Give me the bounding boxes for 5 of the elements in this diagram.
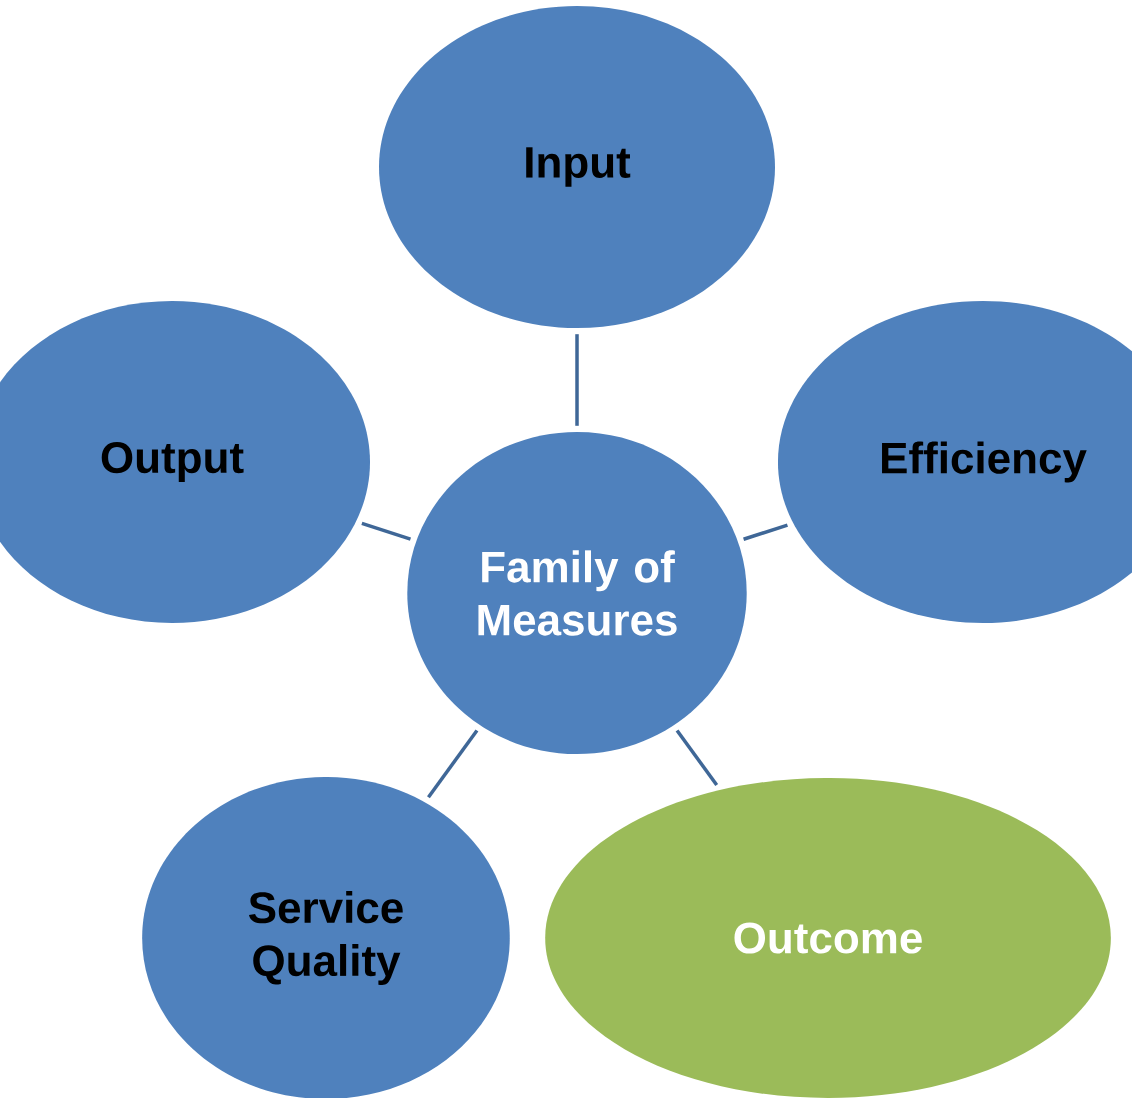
connector-line (427, 729, 479, 799)
connector-line (361, 521, 412, 541)
connector-line (743, 523, 788, 541)
connector-line (675, 729, 719, 787)
connector-line (575, 334, 579, 426)
